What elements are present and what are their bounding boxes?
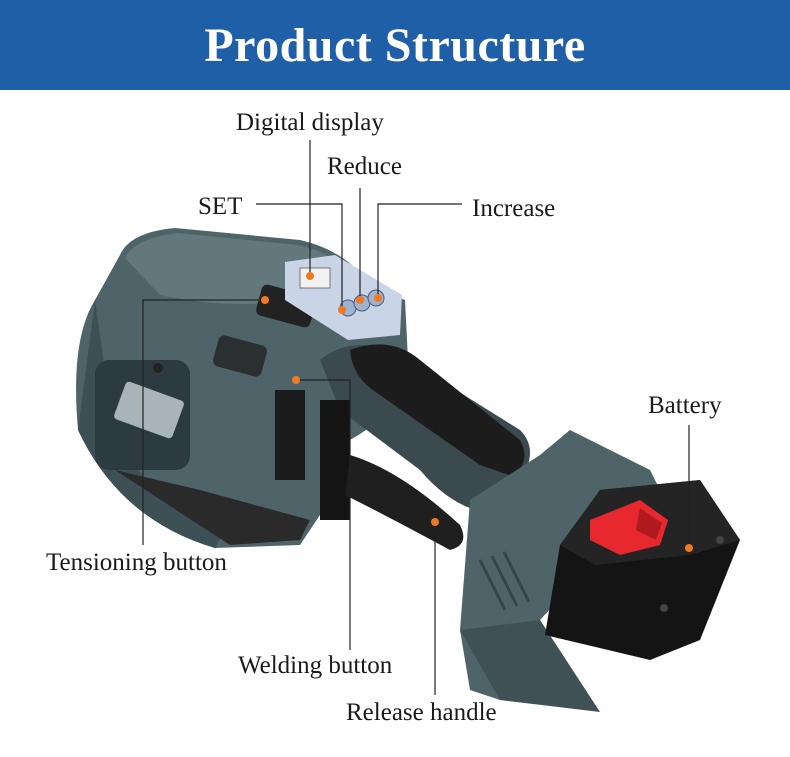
label-welding-button: Welding button [238,652,393,679]
label-reduce: Reduce [327,153,402,180]
dot-set [338,306,346,314]
callout-dots [261,272,693,552]
label-increase: Increase [472,195,556,222]
title-banner: Product Structure [0,0,790,90]
battery-illustration [545,480,740,660]
leader-welding-button [296,379,351,650]
leader-set [256,203,343,310]
diagram-stage: Digital display Reduce SET Increase Batt… [0,90,790,757]
leader-increase [377,203,462,298]
dot-digital-display [306,272,314,280]
dot-increase [374,294,382,302]
dot-reduce [356,296,364,304]
dot-release-handle [431,518,439,526]
page-title: Product Structure [204,18,586,72]
leader-tensioning-button [142,299,265,545]
label-release-handle: Release handle [346,699,497,726]
leader-lines [142,140,690,695]
dot-tensioning-button [261,296,269,304]
dot-battery [685,544,693,552]
label-set: SET [198,193,243,220]
dot-welding-button [292,376,300,384]
strapping-tool-illustration [76,140,740,712]
label-digital-display: Digital display [236,109,384,136]
label-battery: Battery [648,392,722,419]
tool-handle [275,344,530,550]
label-tensioning-button: Tensioning button [46,549,227,576]
